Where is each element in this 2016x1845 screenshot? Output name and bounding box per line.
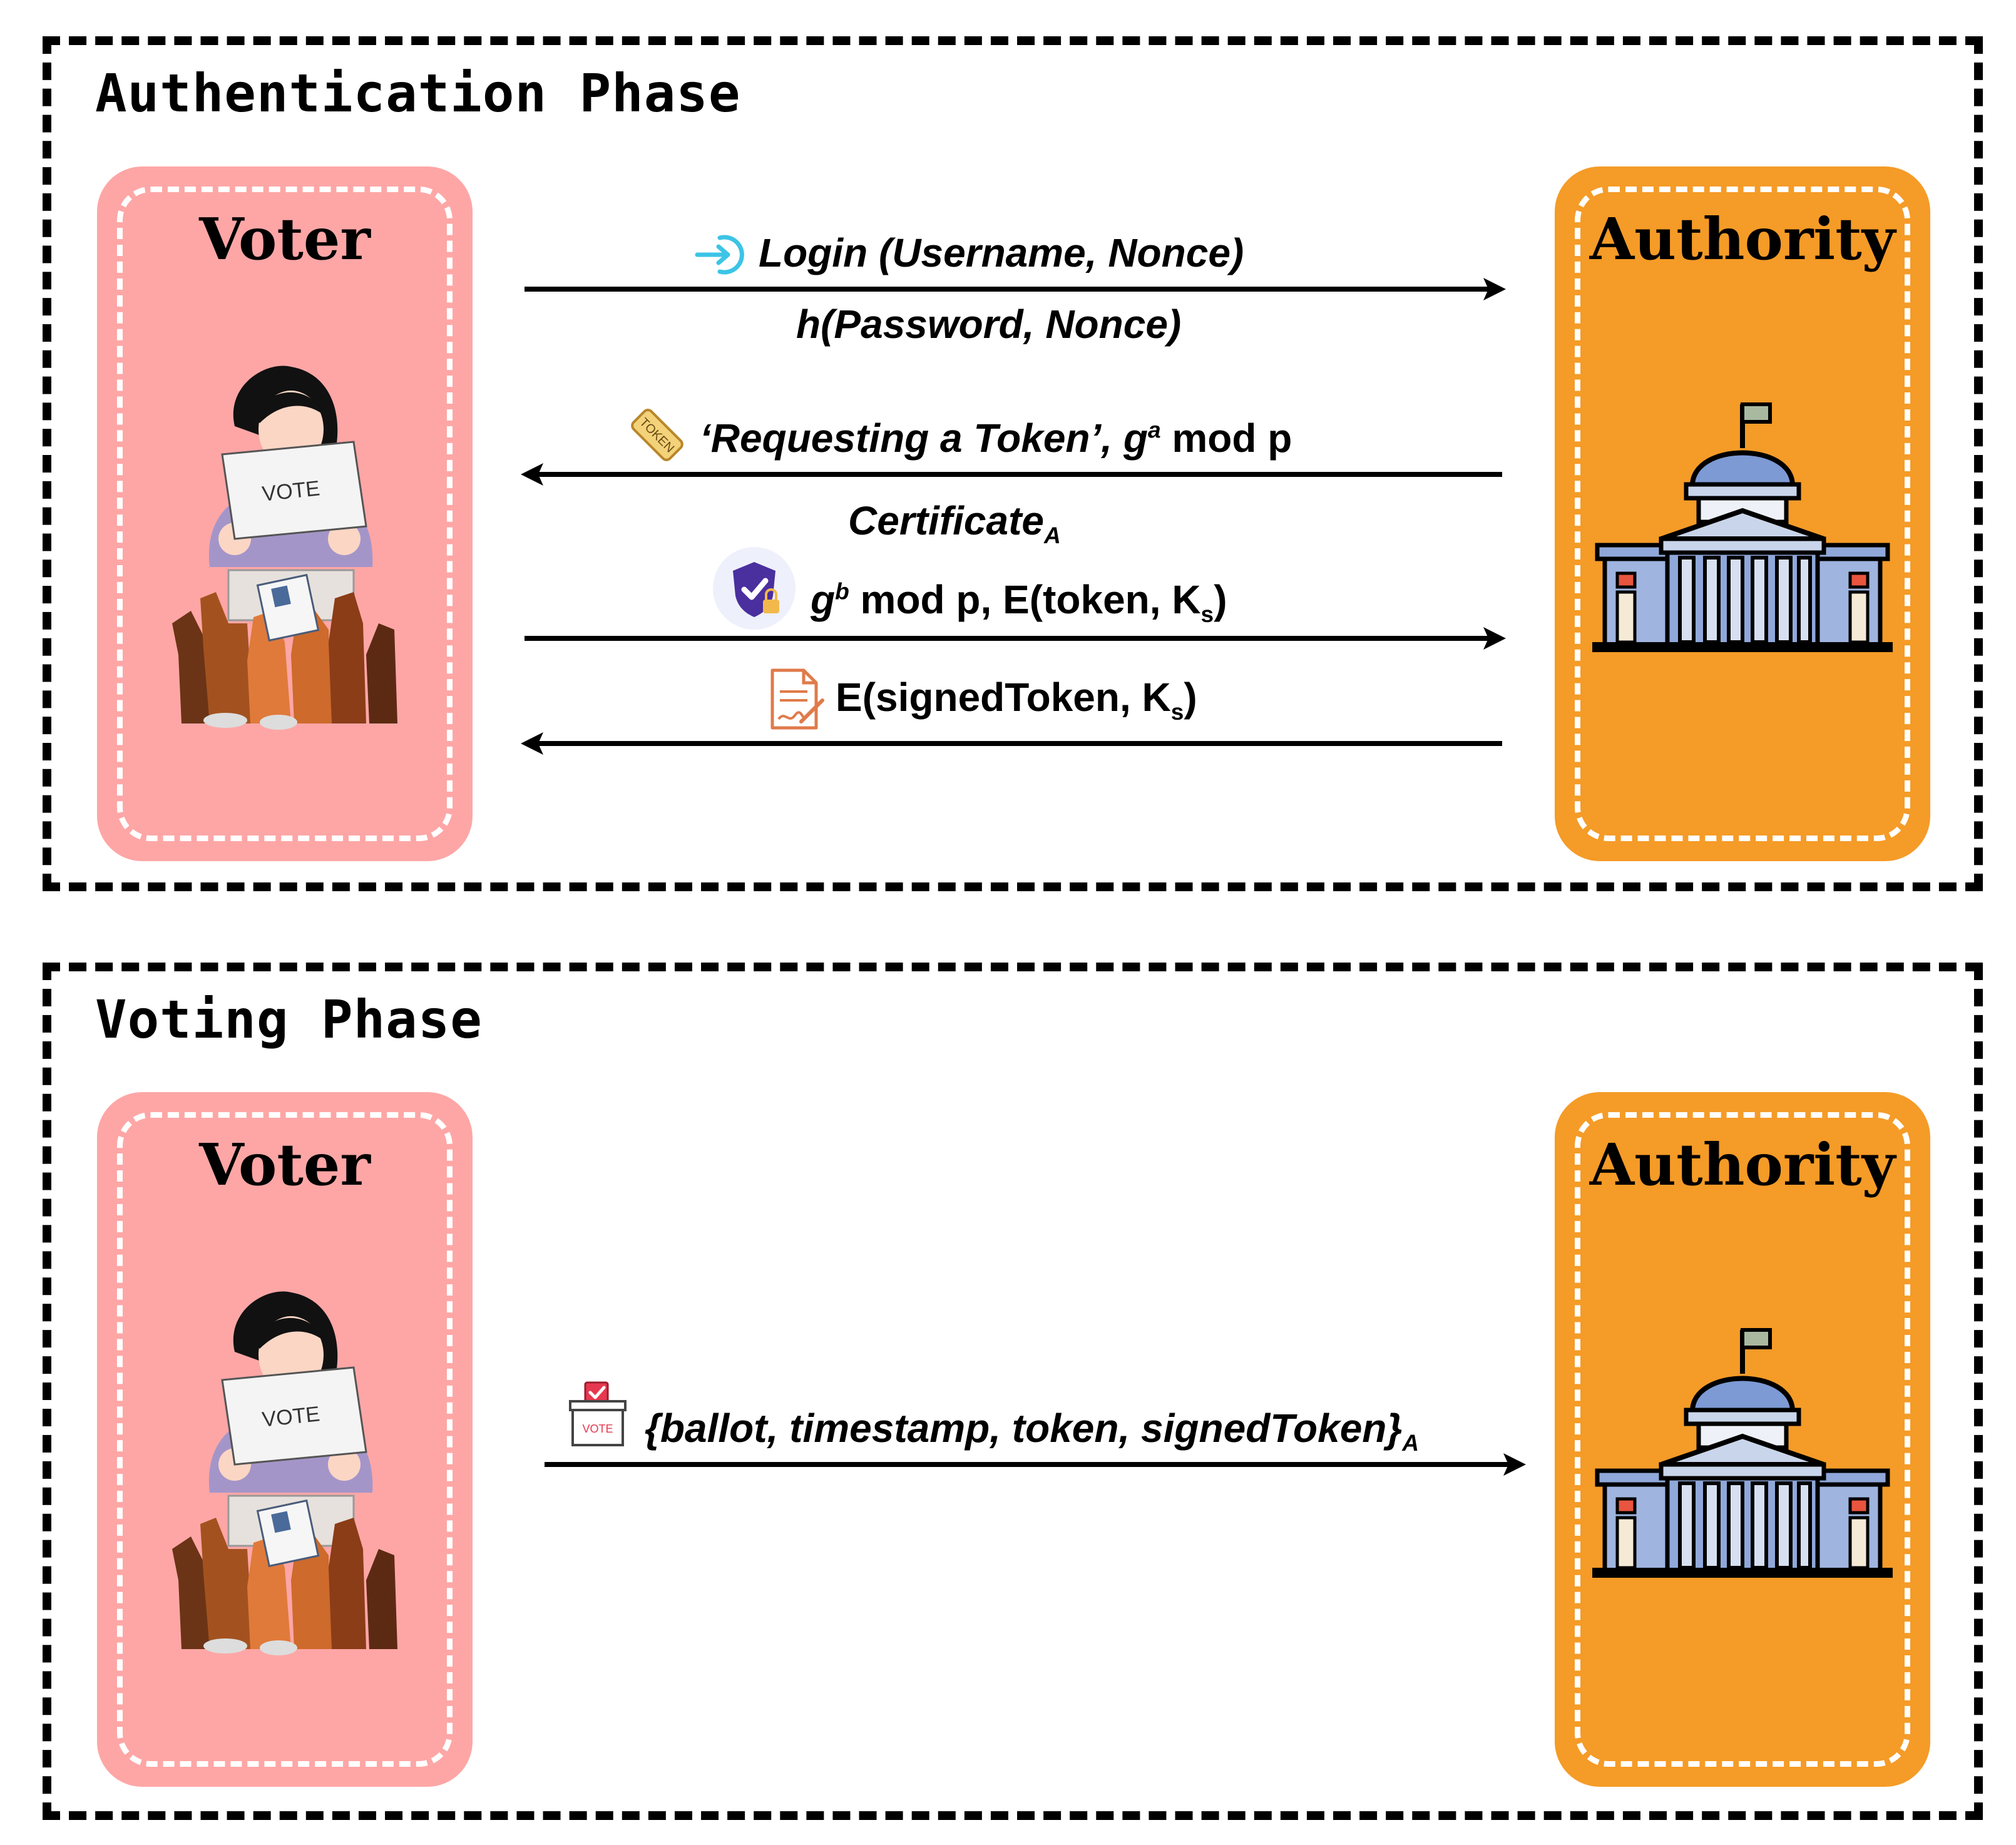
phase-title: Authentication Phase [95,63,741,124]
vote-sign: VOTE [221,1366,367,1466]
capitol-building-icon [1592,1328,1893,1578]
arrow-login-to-authority [524,278,1506,300]
login-message: Login (Username, Nonce) [759,230,1244,275]
ballot-submission-message: {ballot, timestamp, token, signedToken}A [645,1406,1420,1456]
raised-hands [172,1499,397,1655]
voting-phase-box: Voting Phase [43,963,1983,1820]
shield-check-icon [713,547,796,630]
voter-label: Voter [199,205,371,273]
voter-illustration: VOTE [172,1291,397,1655]
voter-card: Voter VOTE [97,166,473,861]
arrow-signed-token-to-voter [521,732,1502,755]
authority-label: Authority [1589,1131,1896,1198]
vote-sign: VOTE [221,441,367,540]
signed-token-message: E(signedToken, Ks) [836,675,1197,725]
token-request-message: ‘Requesting a Token’, ga mod p [700,416,1292,461]
arrow-ballot-to-authority [545,1453,1526,1476]
arrow-key-exchange-to-authority [524,627,1506,650]
voter-illustration: VOTE [172,365,397,730]
ballot-box-icon: VOTE [569,1381,627,1446]
phase-title: Voting Phase [95,989,483,1050]
authority-card: Authority [1555,1092,1930,1787]
voter-label: Voter [199,1131,371,1198]
authority-card: Authority [1555,166,1930,861]
token-ticket-icon: TOKEN [631,409,683,461]
key-exchange-message: gb mod p, E(token, Ks) [811,577,1227,627]
certificate-message: CertificateA [848,498,1061,548]
raised-hands [172,573,397,730]
voter-card: Voter VOTE [97,1092,473,1787]
authority-label: Authority [1589,205,1896,273]
authentication-phase-box: Authentication Phase [43,36,1983,891]
login-arrow-icon [695,235,744,275]
capitol-building-icon [1592,402,1893,652]
arrow-token-request-to-voter [521,463,1502,486]
svg-text:VOTE: VOTE [582,1423,613,1435]
signed-document-icon [770,668,824,730]
password-hash-message: h(Password, Nonce) [796,302,1182,347]
